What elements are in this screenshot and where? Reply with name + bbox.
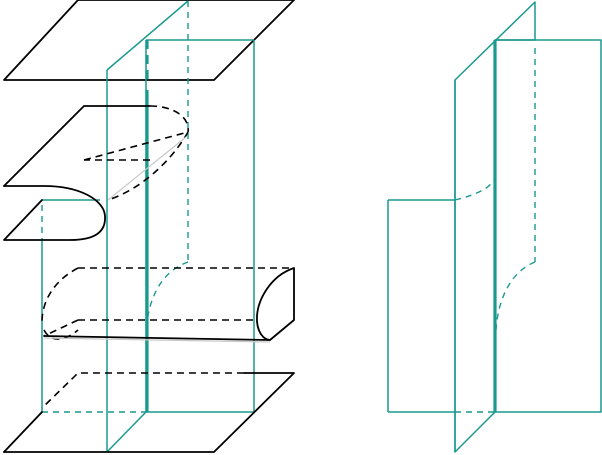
bottom-sheet bbox=[3, 372, 295, 453]
top-sheet bbox=[3, 0, 295, 81]
flap-top-curve-hidden bbox=[454, 175, 497, 201]
box-bottom-diagonal bbox=[106, 411, 147, 453]
right-figure bbox=[387, 1, 602, 453]
back-panel bbox=[494, 39, 602, 413]
inner-curve-hidden bbox=[145, 261, 189, 333]
lower-fold-shadow bbox=[43, 337, 271, 343]
folded-sheet-lower bbox=[41, 267, 295, 343]
left-figure bbox=[3, 0, 295, 453]
inner-curve-hidden bbox=[495, 261, 536, 331]
folded-sheet-upper bbox=[3, 105, 189, 241]
left-flap bbox=[387, 175, 497, 413]
box-top-diagonal bbox=[106, 0, 189, 71]
fold-hint bbox=[107, 136, 187, 201]
